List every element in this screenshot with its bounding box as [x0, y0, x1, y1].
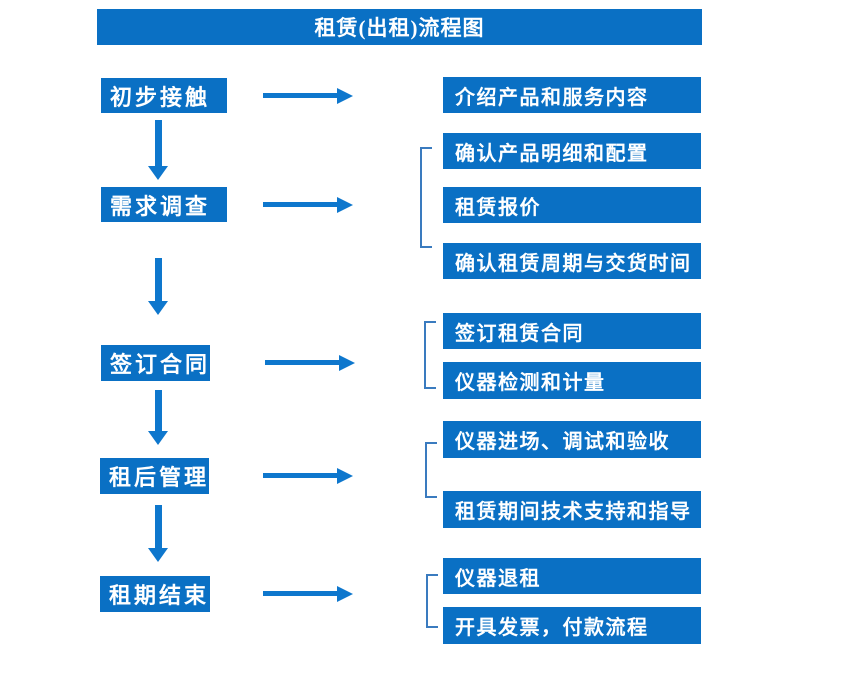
arrow-right-icon-2: [263, 196, 353, 213]
detail-box-invoice-payment: 开具发票，付款流程: [443, 607, 701, 644]
step-box-sign-contract: 签订合同: [101, 345, 210, 381]
bracket-group-sign-contract: [424, 321, 436, 389]
detail-box-instrument-testing: 仪器检测和计量: [443, 362, 701, 399]
detail-label: 仪器退租: [455, 567, 541, 590]
flowchart-title-bar: 租赁(出租)流程图: [97, 9, 702, 45]
arrow-down-icon-2: [148, 258, 168, 315]
bracket-group-post-rental: [425, 442, 437, 498]
detail-box-introduce-products: 介绍产品和服务内容: [443, 77, 701, 113]
arrow-down-icon-3: [148, 390, 168, 445]
detail-label: 签订租赁合同: [455, 322, 584, 345]
bracket-group-rental-end: [426, 574, 438, 628]
detail-box-instrument-return: 仪器退租: [443, 558, 701, 594]
step-label: 初步接触: [110, 84, 211, 110]
step-label: 需求调查: [110, 193, 211, 219]
bracket-group-demand-survey: [420, 147, 432, 248]
detail-label: 确认产品明细和配置: [455, 142, 649, 165]
step-box-rental-end: 租期结束: [100, 576, 210, 612]
step-box-initial-contact: 初步接触: [101, 78, 227, 113]
detail-label: 开具发票，付款流程: [455, 617, 649, 639]
detail-label: 租赁报价: [455, 196, 541, 219]
arrow-right-icon-5: [263, 585, 353, 602]
detail-label: 租赁期间技术支持和指导: [455, 501, 692, 523]
detail-label: 确认租赁周期与交货时间: [455, 252, 692, 275]
step-label: 租期结束: [109, 583, 210, 608]
arrow-right-icon-4: [263, 467, 353, 484]
flowchart-title: 租赁(出租)流程图: [314, 16, 485, 40]
arrow-right-icon-1: [263, 87, 353, 104]
step-box-demand-survey: 需求调查: [101, 187, 227, 222]
detail-label: 介绍产品和服务内容: [455, 86, 649, 109]
step-label: 租后管理: [109, 465, 210, 490]
detail-box-sign-rental-contract: 签订租赁合同: [443, 313, 701, 349]
detail-box-confirm-rental-period: 确认租赁周期与交货时间: [443, 243, 701, 279]
arrow-down-icon-4: [148, 505, 168, 562]
arrow-down-icon-1: [148, 120, 168, 180]
detail-box-instrument-setup-acceptance: 仪器进场、调试和验收: [443, 421, 701, 458]
step-label: 签订合同: [110, 352, 211, 377]
step-box-post-rental-management: 租后管理: [100, 458, 209, 494]
detail-box-confirm-product-details: 确认产品明细和配置: [443, 133, 701, 169]
detail-label: 仪器检测和计量: [455, 372, 606, 394]
detail-label: 仪器进场、调试和验收: [455, 431, 670, 453]
detail-box-rental-quote: 租赁报价: [443, 187, 701, 223]
detail-box-tech-support: 租赁期间技术支持和指导: [443, 491, 701, 528]
arrow-right-icon-3: [265, 354, 355, 371]
